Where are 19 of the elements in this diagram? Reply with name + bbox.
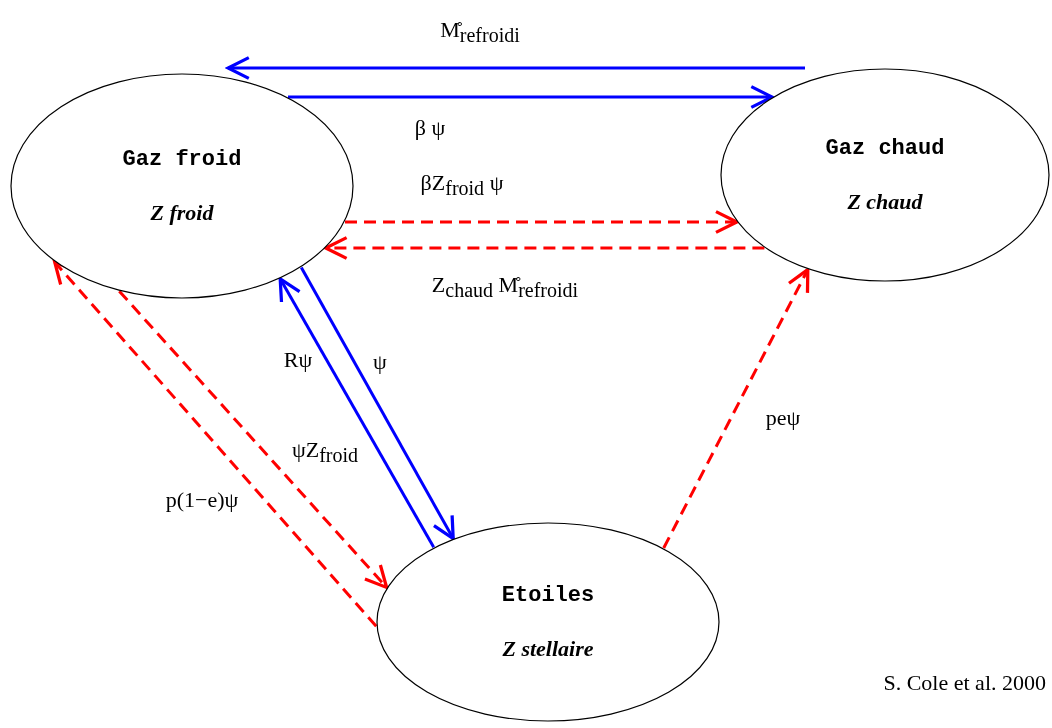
arrow [226,56,805,81]
node-title: Gaz chaud [825,135,945,161]
node-title: Etoiles [501,582,595,608]
node-title: Gaz froid [122,146,242,172]
arrow [288,85,774,110]
arrow [118,290,389,590]
ellipse-node [376,522,720,722]
ellipse-node [10,73,354,299]
arrow [324,236,765,260]
node-subtitle: Z stellaire [502,635,594,662]
ellipse-node [720,68,1050,282]
node-subtitle: Z froid [150,199,214,226]
arrow [662,268,810,549]
arrow [345,210,739,235]
arrow [278,277,435,549]
credit-note: S. Cole et al. 2000 [883,670,1046,696]
arrow [300,266,455,541]
arrow [53,260,378,628]
node-subtitle: Z chaud [847,188,923,215]
